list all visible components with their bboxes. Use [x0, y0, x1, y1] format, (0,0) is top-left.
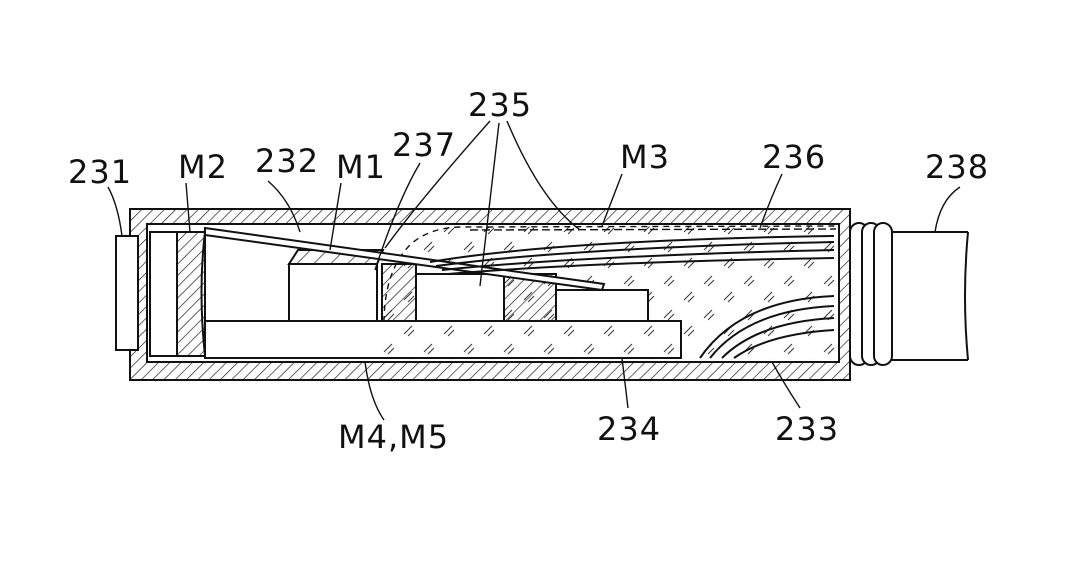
chip-center — [416, 274, 504, 321]
cable-238 — [892, 232, 968, 360]
label-M4M5: M4,M5 — [338, 418, 449, 456]
label-M2: M2 — [178, 148, 228, 186]
label-236: 236 — [762, 138, 826, 176]
label-238: 238 — [925, 148, 989, 186]
substrate-resin-part — [383, 321, 681, 358]
label-237: 237 — [392, 126, 456, 164]
label-235: 235 — [468, 86, 532, 124]
component-right — [556, 290, 648, 321]
label-M1: M1 — [336, 148, 386, 186]
component-M1 — [289, 250, 383, 321]
support-block-1 — [382, 264, 416, 321]
ribbed-sleeve — [850, 223, 892, 365]
label-M3: M3 — [620, 138, 670, 176]
label-231: 231 — [68, 153, 132, 191]
label-233: 233 — [775, 410, 839, 448]
label-232: 232 — [255, 142, 319, 180]
label-234: 234 — [597, 410, 661, 448]
